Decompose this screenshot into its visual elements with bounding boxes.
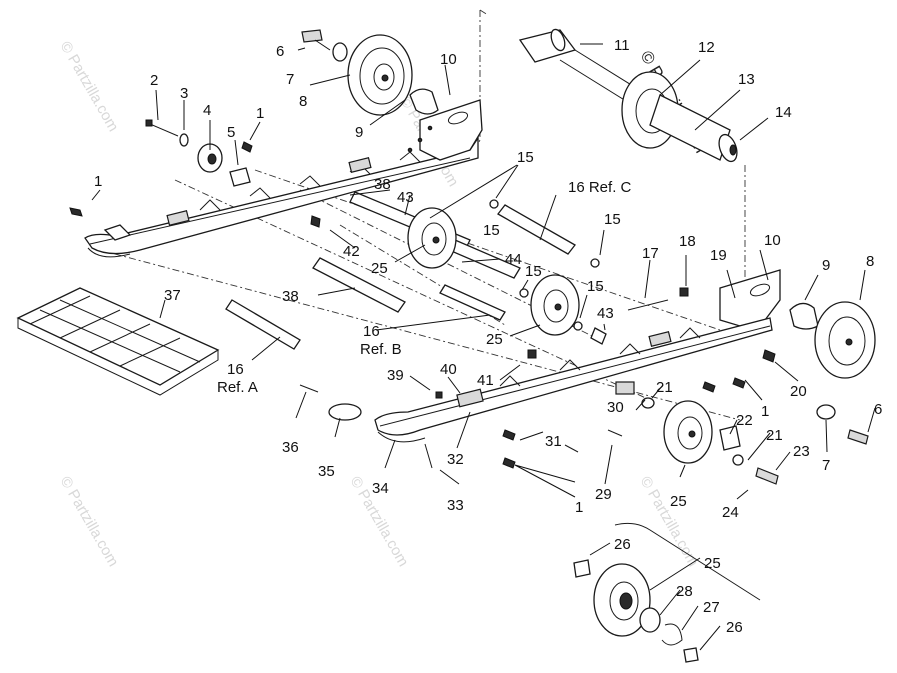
- callout-40: 40: [440, 361, 457, 378]
- callout-15: 15: [525, 263, 542, 280]
- callout-39: 39: [387, 367, 404, 384]
- callout-1: 1: [94, 173, 102, 190]
- callout-1: 1: [256, 105, 264, 122]
- callout-17: 17: [642, 245, 659, 262]
- callout-23: 23: [793, 443, 810, 460]
- callout-24: 24: [722, 504, 739, 521]
- callout-38: 38: [282, 288, 299, 305]
- callout-37: 37: [164, 287, 181, 304]
- callout-15: 15: [587, 278, 604, 295]
- callout-1: 1: [761, 403, 769, 420]
- right-rail-bracket: [627, 269, 876, 445]
- callout-15: 15: [604, 211, 621, 228]
- callout-30: 30: [607, 399, 624, 416]
- callout-38: 38: [374, 176, 391, 193]
- callout-10: 10: [440, 51, 457, 68]
- callout-25: 25: [371, 260, 388, 277]
- callout-8: 8: [866, 253, 874, 270]
- callout-26: 26: [614, 536, 631, 553]
- callout-13: 13: [738, 71, 755, 88]
- callout-44: 44: [505, 251, 522, 268]
- callout-22: 22: [736, 412, 753, 429]
- callout-11: 11: [614, 37, 630, 54]
- callout-5: 5: [227, 124, 235, 141]
- callout-20: 20: [790, 383, 807, 400]
- callout-7: 7: [286, 71, 294, 88]
- callout-2: 2: [150, 72, 158, 89]
- upper-idler-wheel: [301, 29, 439, 116]
- watermark: © Partzilla.com: [57, 39, 122, 135]
- callout-21: 21: [656, 379, 673, 396]
- callout-34: 34: [372, 480, 389, 497]
- center-shafts: [225, 191, 607, 350]
- callout-12: 12: [698, 39, 715, 56]
- callout-25: 25: [486, 331, 503, 348]
- right-rail: [374, 317, 773, 443]
- callout-15: 15: [517, 149, 534, 166]
- callout-27: 27: [703, 599, 720, 616]
- idler-wheel-exploded: [573, 522, 761, 663]
- callout-19: 19: [710, 247, 727, 264]
- callout-9: 9: [822, 257, 830, 274]
- slide-mat: [16, 287, 220, 396]
- callout-7: 7: [822, 457, 830, 474]
- callout-35: 35: [318, 463, 335, 480]
- callout-32: 32: [447, 451, 464, 468]
- callout-14: 14: [775, 104, 792, 121]
- callout-ref-a: Ref. A: [217, 379, 258, 396]
- callout-15: 15: [483, 222, 500, 239]
- callout-3: 3: [180, 85, 188, 102]
- callout-8: 8: [299, 93, 307, 110]
- callout-1: 1: [575, 499, 583, 516]
- callout-33: 33: [447, 497, 464, 514]
- callouts: 6 7 8 9 10 11 12 13 14 2 3 4 5 1 1 15 38…: [94, 37, 882, 636]
- callout-16: 16: [227, 361, 244, 378]
- lower-hardware: [299, 349, 779, 485]
- callout-25: 25: [670, 493, 687, 510]
- callout-ref-b: Ref. B: [360, 341, 402, 358]
- callout-43: 43: [397, 189, 414, 206]
- callout-36: 36: [282, 439, 299, 456]
- watermark: © Partzilla.com: [57, 474, 122, 570]
- callout-29: 29: [595, 486, 612, 503]
- callout-16: 16: [363, 323, 380, 340]
- callout-42: 42: [343, 243, 360, 260]
- watermark: © Partzilla.com: [637, 474, 702, 570]
- callout-16-ref-c: 16 Ref. C: [568, 179, 632, 196]
- callout-25: 25: [704, 555, 721, 572]
- callout-28: 28: [676, 583, 693, 600]
- left-rail: [84, 99, 483, 258]
- callout-31: 31: [545, 433, 562, 450]
- callout-21: 21: [766, 427, 783, 444]
- callout-41: 41: [477, 372, 494, 389]
- callout-9: 9: [355, 124, 363, 141]
- leader-lines: [91, 39, 876, 651]
- callout-6: 6: [276, 43, 284, 60]
- callout-18: 18: [679, 233, 696, 250]
- callout-10: 10: [764, 232, 781, 249]
- callout-43: 43: [597, 305, 614, 322]
- callout-6: 6: [874, 401, 882, 418]
- upper-hardware: [69, 119, 253, 217]
- callout-26: 26: [726, 619, 743, 636]
- callout-4: 4: [203, 102, 211, 119]
